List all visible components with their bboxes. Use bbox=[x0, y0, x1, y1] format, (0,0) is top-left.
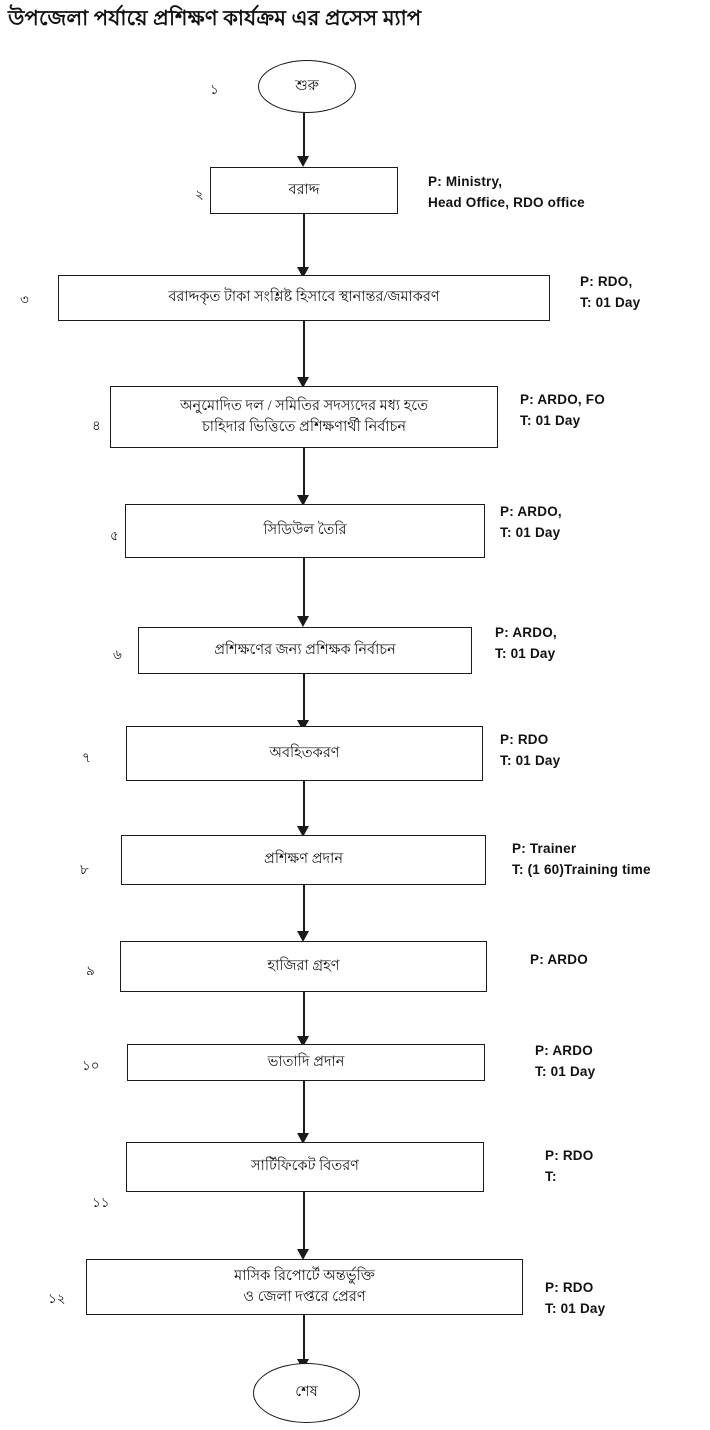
arrowhead-11-12 bbox=[297, 1249, 309, 1260]
node-end[interactable]: শেষ bbox=[253, 1363, 360, 1423]
page-title: উপজেলা পর্যায়ে প্রশিক্ষণ কার্যক্রম এর প… bbox=[8, 6, 422, 30]
node-trainer-selection[interactable]: প্রশিক্ষণের জন্য প্রশিক্ষক নির্বাচন bbox=[138, 627, 472, 674]
step-number-5: ৫ bbox=[110, 528, 119, 543]
node-allocation-label: বরাদ্দ bbox=[288, 181, 320, 198]
node-schedule-preparation-label: সিডিউল তৈরি bbox=[263, 522, 347, 539]
arrowhead-5-6 bbox=[297, 616, 309, 627]
connector-2-3 bbox=[303, 214, 305, 272]
step-number-3: ৩ bbox=[20, 292, 29, 307]
node-schedule-preparation[interactable]: সিডিউল তৈরি bbox=[125, 504, 485, 558]
arrowhead-10-11 bbox=[297, 1133, 309, 1144]
connector-12-end bbox=[303, 1315, 305, 1367]
side-label-2: P: Ministry, Head Office, RDO office bbox=[428, 174, 585, 210]
node-fund-transfer-label: বরাদ্দকৃত টাকা সংশ্লিষ্ট হিসাবে স্থানান্… bbox=[168, 289, 440, 306]
side-label-12: P: RDO T: 01 Day bbox=[545, 1280, 606, 1316]
arrowhead-4-5 bbox=[297, 495, 309, 506]
side-label-10: P: ARDO T: 01 Day bbox=[535, 1043, 596, 1079]
step-number-4: ৪ bbox=[92, 418, 101, 433]
node-allocation[interactable]: বরাদ্দ bbox=[210, 167, 398, 214]
arrowhead-3-4 bbox=[297, 377, 309, 388]
node-trainee-selection-label: অনুমোদিত দল / সমিতির সদস্যদের মধ্য হতে চ… bbox=[179, 397, 429, 435]
side-label-8: P: Trainer T: (1 60)Training time bbox=[512, 841, 651, 877]
connector-5-6 bbox=[303, 558, 305, 622]
side-label-4: P: ARDO, FO T: 01 Day bbox=[520, 392, 605, 428]
step-number-12: ১২ bbox=[48, 1291, 66, 1306]
node-allowance-payment-label: ভাতাদি প্রদান bbox=[267, 1053, 345, 1070]
side-label-6: P: ARDO, T: 01 Day bbox=[495, 625, 557, 661]
node-fund-transfer[interactable]: বরাদ্দকৃত টাকা সংশ্লিষ্ট হিসাবে স্থানান্… bbox=[58, 275, 550, 321]
connector-4-5 bbox=[303, 448, 305, 503]
connector-11-12 bbox=[303, 1192, 305, 1254]
connector-1-2 bbox=[303, 113, 305, 161]
node-trainer-selection-label: প্রশিক্ষণের জন্য প্রশিক্ষক নির্বাচন bbox=[214, 641, 396, 658]
arrowhead-8-9 bbox=[297, 931, 309, 942]
arrowhead-2-3 bbox=[297, 267, 309, 278]
node-certificate-distribution[interactable]: সার্টিফিকেট বিতরণ bbox=[126, 1142, 484, 1192]
node-allowance-payment[interactable]: ভাতাদি প্রদান bbox=[127, 1044, 485, 1081]
step-number-8: ৮ bbox=[80, 862, 89, 877]
step-number-1: ১ bbox=[210, 82, 219, 97]
node-attendance[interactable]: হাজিরা গ্রহণ bbox=[120, 941, 487, 992]
side-label-9: P: ARDO bbox=[530, 952, 588, 967]
connector-8-9 bbox=[303, 885, 305, 938]
arrowhead-7-8 bbox=[297, 826, 309, 837]
arrowhead-9-10 bbox=[297, 1036, 309, 1047]
arrowhead-6-7 bbox=[297, 720, 309, 731]
arrowhead-1-2 bbox=[297, 156, 309, 167]
connector-3-4 bbox=[303, 321, 305, 381]
connector-7-8 bbox=[303, 781, 305, 833]
node-start-label: শুরু bbox=[295, 77, 319, 94]
step-number-11: ১১ bbox=[92, 1195, 110, 1210]
node-trainee-selection[interactable]: অনুমোদিত দল / সমিতির সদস্যদের মধ্য হতে চ… bbox=[110, 386, 498, 448]
node-attendance-label: হাজিরা গ্রহণ bbox=[267, 957, 340, 974]
connector-10-11 bbox=[303, 1081, 305, 1139]
node-start[interactable]: শুরু bbox=[258, 60, 356, 113]
node-notification-label: অবহিতকরণ bbox=[269, 744, 340, 761]
side-label-11: P: RDO T: bbox=[545, 1148, 594, 1184]
step-number-2: ২ bbox=[195, 187, 204, 202]
node-training-delivery[interactable]: প্রশিক্ষণ প্রদান bbox=[121, 835, 486, 885]
step-number-6: ৬ bbox=[113, 647, 122, 662]
step-number-7: ৭ bbox=[82, 750, 91, 765]
side-label-3: P: RDO, T: 01 Day bbox=[580, 274, 641, 310]
connector-9-10 bbox=[303, 992, 305, 1043]
side-label-7: P: RDO T: 01 Day bbox=[500, 732, 561, 768]
node-monthly-report-label: মাসিক রিপোর্টে অন্তর্ভুক্তি ও জেলা দপ্তর… bbox=[234, 1267, 375, 1305]
node-monthly-report[interactable]: মাসিক রিপোর্টে অন্তর্ভুক্তি ও জেলা দপ্তর… bbox=[86, 1259, 523, 1315]
connector-6-7 bbox=[303, 674, 305, 727]
step-number-10: ১০ bbox=[82, 1058, 100, 1073]
side-label-5: P: ARDO, T: 01 Day bbox=[500, 504, 562, 540]
node-notification[interactable]: অবহিতকরণ bbox=[126, 726, 483, 781]
step-number-9: ৯ bbox=[86, 963, 95, 978]
node-certificate-distribution-label: সার্টিফিকেট বিতরণ bbox=[251, 1158, 359, 1175]
node-end-label: শেষ bbox=[295, 1384, 318, 1401]
node-training-delivery-label: প্রশিক্ষণ প্রদান bbox=[264, 851, 343, 868]
